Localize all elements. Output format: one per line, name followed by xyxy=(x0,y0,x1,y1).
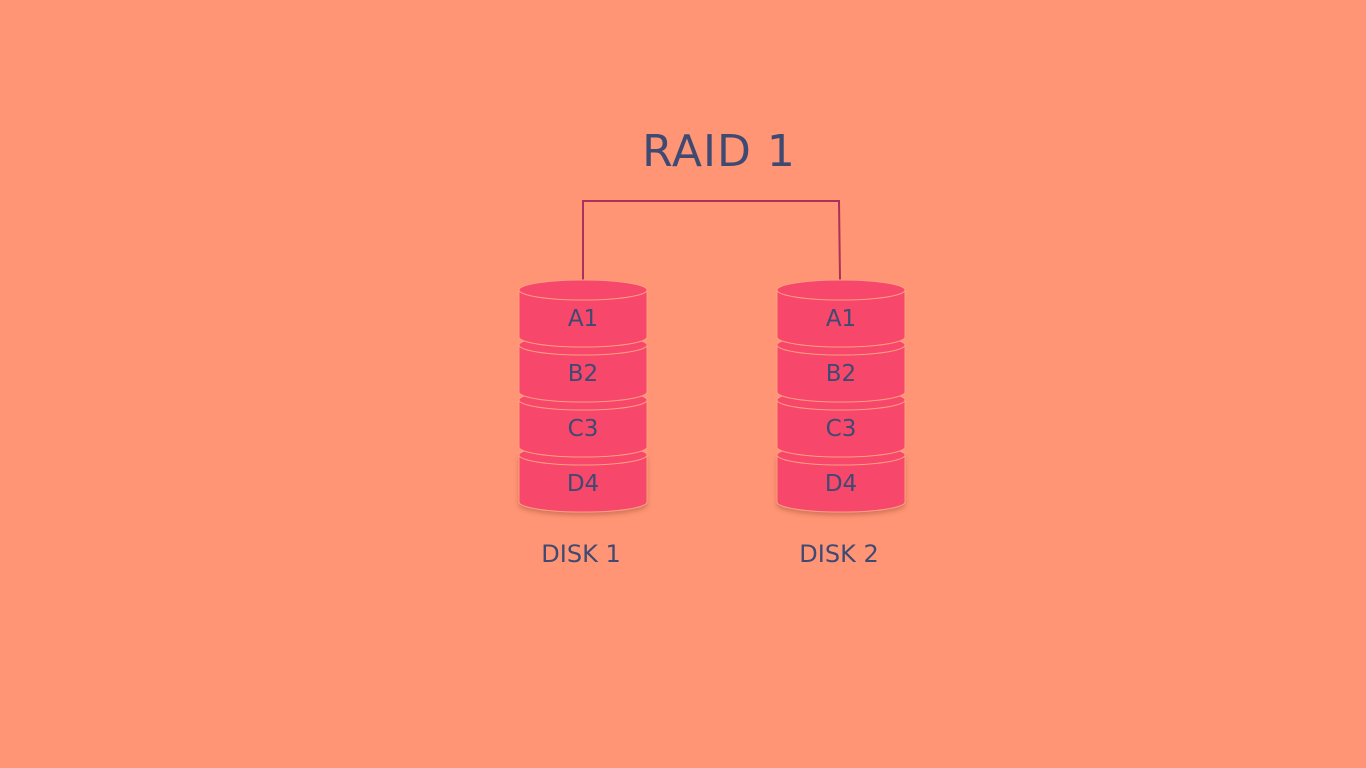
segment-top xyxy=(518,279,648,301)
segment-label: B2 xyxy=(826,361,856,387)
segment-label: A1 xyxy=(568,306,598,332)
segment-top xyxy=(776,279,906,301)
disk-segment: A1 xyxy=(518,279,648,348)
segment-body xyxy=(518,454,648,513)
segment-label: D4 xyxy=(567,471,599,497)
segment-body xyxy=(518,399,648,458)
disk-label: DISK 1 xyxy=(541,540,620,568)
segment-body xyxy=(776,454,906,513)
segment-label: D4 xyxy=(825,471,857,497)
segment-body xyxy=(776,399,906,458)
segment-label: C3 xyxy=(568,416,599,442)
disk-label: DISK 2 xyxy=(799,540,878,568)
segment-body xyxy=(776,289,906,348)
segment-label: B2 xyxy=(568,361,598,387)
segment-body xyxy=(776,344,906,403)
segment-body xyxy=(518,289,648,348)
segment-label: C3 xyxy=(826,416,857,442)
diagram-title: RAID 1 xyxy=(642,126,796,177)
segment-label: A1 xyxy=(826,306,856,332)
connector-line xyxy=(582,200,841,281)
segment-body xyxy=(518,344,648,403)
disk-segment: A1 xyxy=(776,279,906,348)
